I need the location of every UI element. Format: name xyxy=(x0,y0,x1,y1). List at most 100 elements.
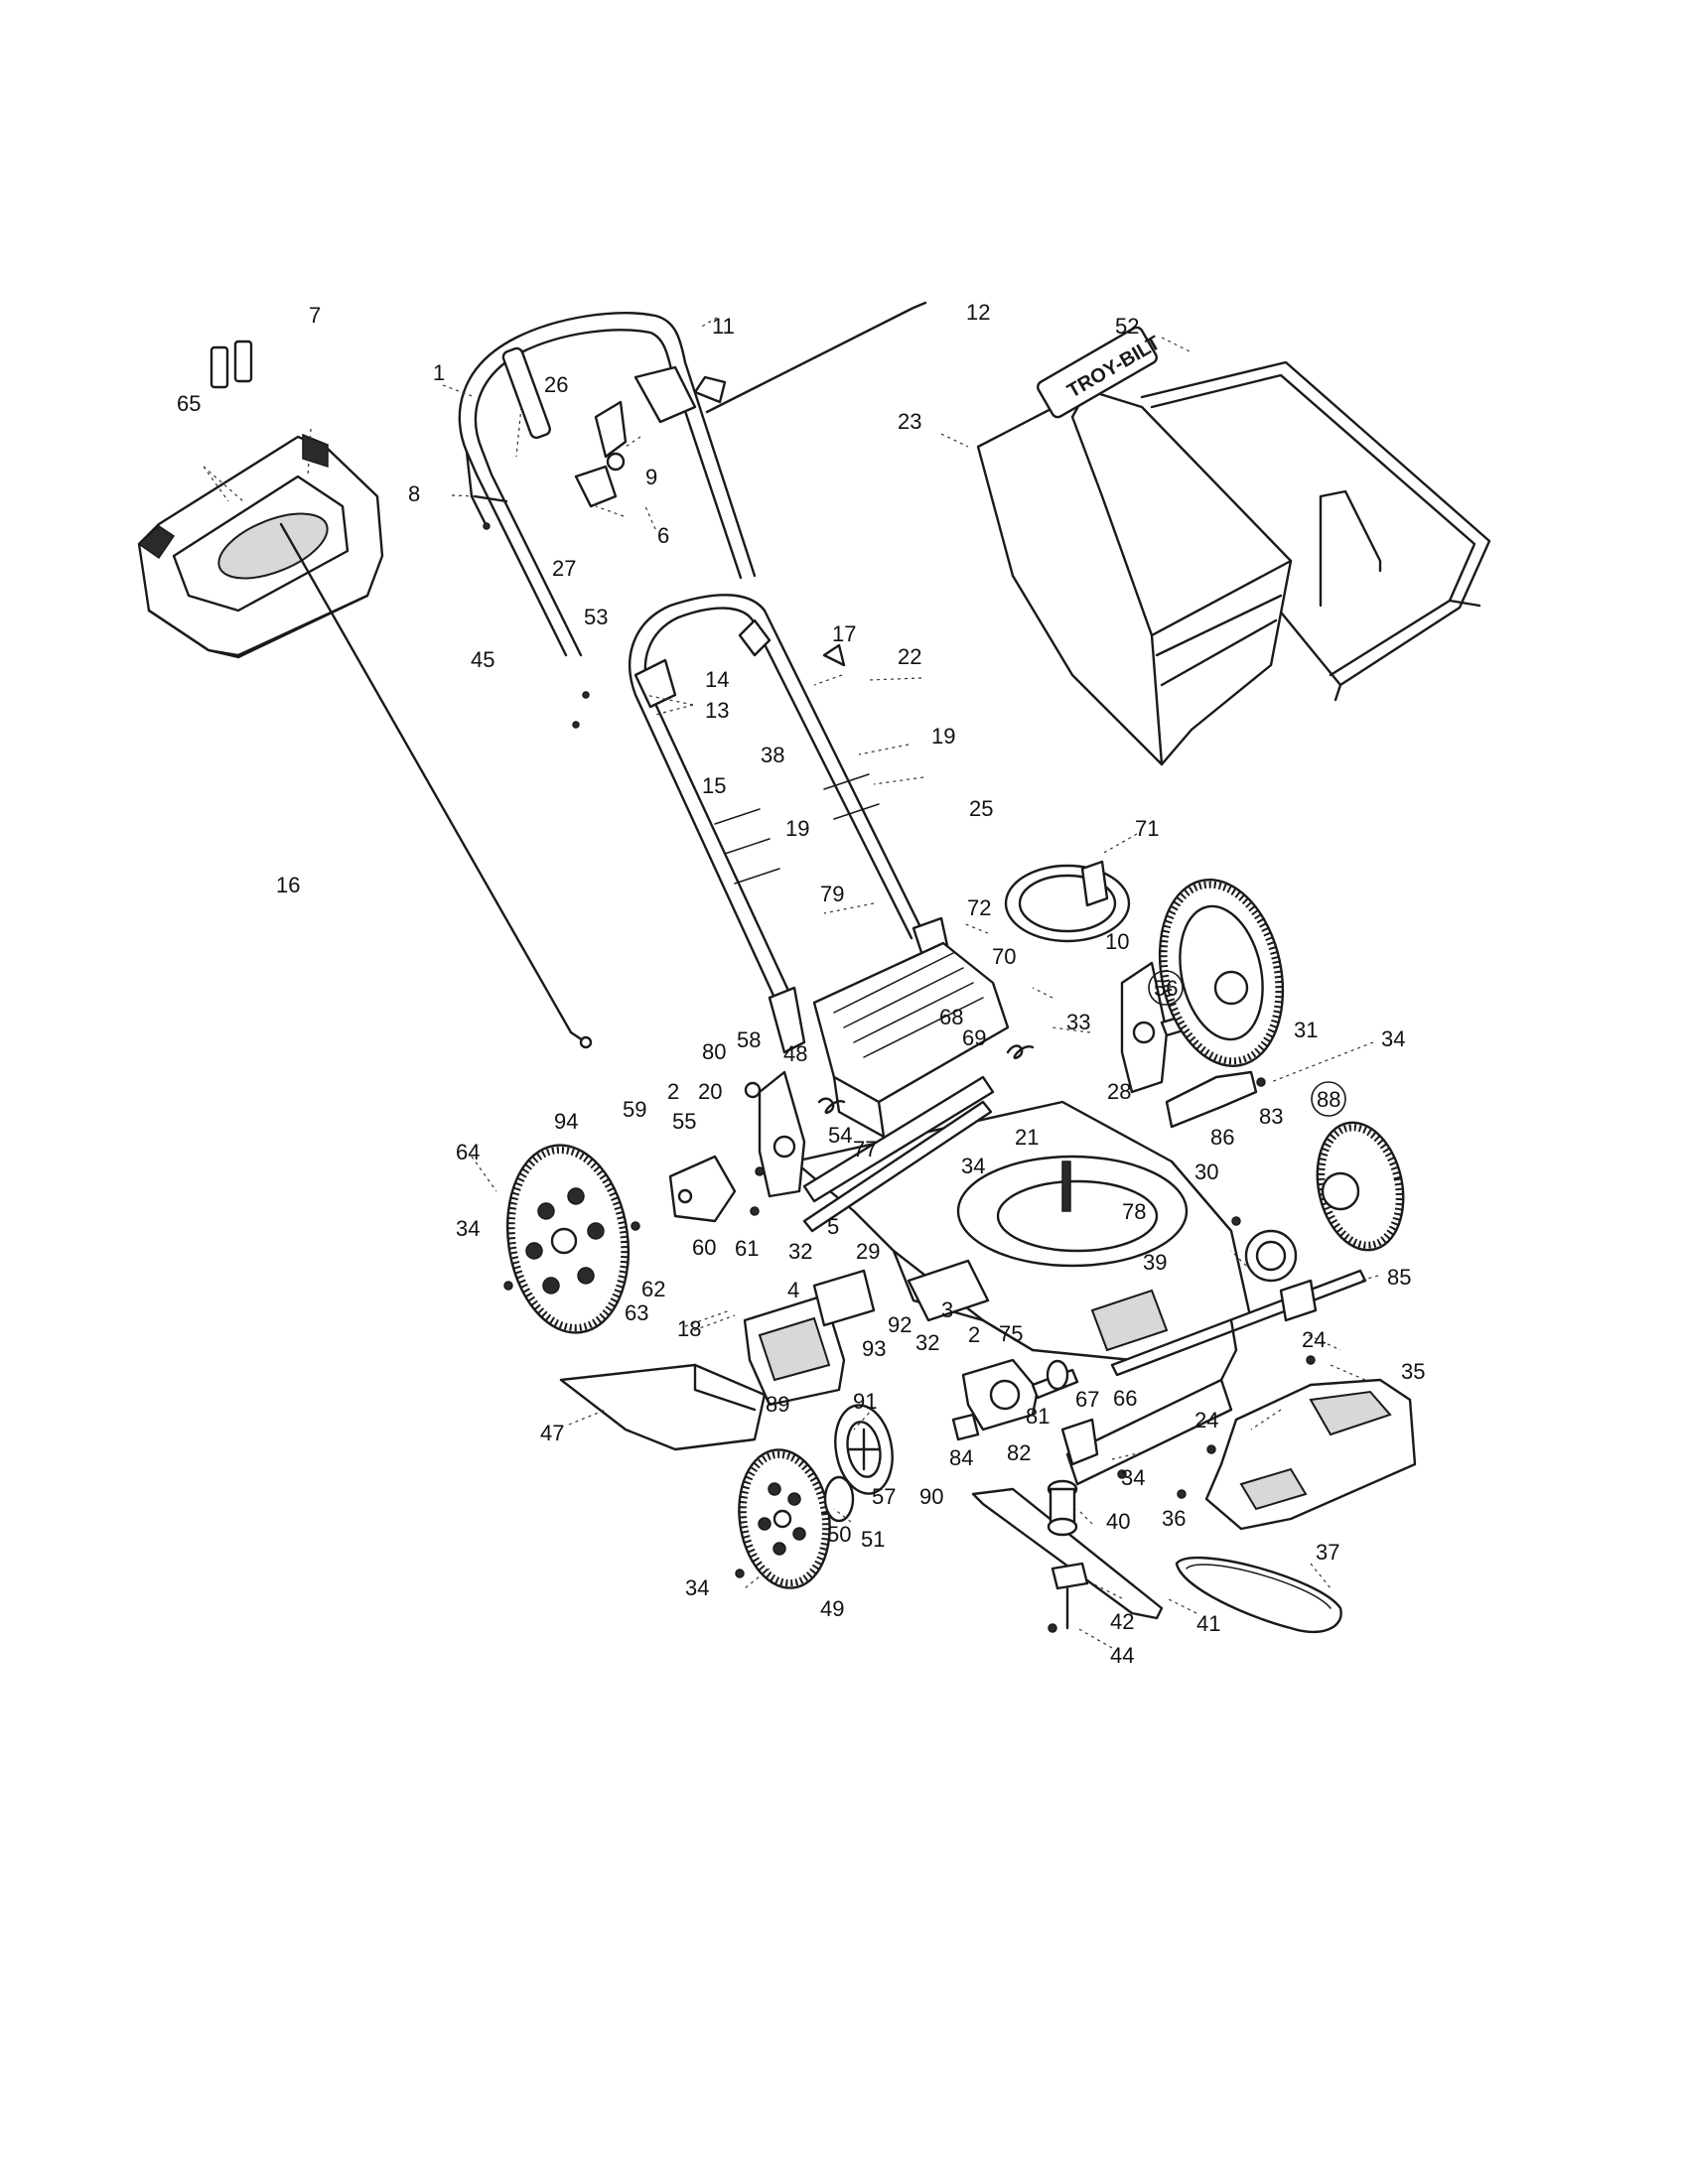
part-label: 22 xyxy=(898,644,921,669)
rear-bar xyxy=(802,1075,995,1233)
part-label: 33 xyxy=(1066,1010,1090,1034)
part-label: 84 xyxy=(949,1445,973,1470)
side-discharge-chute xyxy=(559,1363,767,1451)
part-label: 83 xyxy=(1259,1104,1283,1129)
part-label: 40 xyxy=(1106,1509,1130,1534)
mulch-plug xyxy=(812,1269,876,1327)
part-label: 68 xyxy=(939,1005,963,1029)
part-label: 44 xyxy=(1110,1643,1134,1668)
part-label: 1 xyxy=(433,360,445,385)
part-label: 4 xyxy=(787,1278,799,1302)
part-label: 71 xyxy=(1135,816,1159,841)
springs xyxy=(817,1044,1035,1115)
part-label: 3 xyxy=(941,1297,953,1322)
part-label: 92 xyxy=(888,1312,912,1337)
part-label: 34 xyxy=(685,1575,709,1600)
part-label: 54 xyxy=(828,1123,852,1148)
top-cover xyxy=(1204,1378,1417,1531)
rear-wheel-right xyxy=(1158,879,1285,1067)
transmission-bracket xyxy=(951,1358,1079,1441)
part-label: 10 xyxy=(1105,929,1129,954)
part-label: 42 xyxy=(1110,1609,1134,1634)
control-cable xyxy=(279,522,593,1049)
part-label: 19 xyxy=(931,724,955,749)
part-label: 5 xyxy=(827,1214,839,1239)
part-label: 67 xyxy=(1075,1387,1099,1412)
part-label: 58 xyxy=(737,1027,761,1052)
part-label: 70 xyxy=(992,944,1016,969)
part-label: 21 xyxy=(1015,1125,1039,1150)
belt-cover xyxy=(1060,1318,1238,1486)
callout-ring-88 xyxy=(1311,1081,1346,1117)
part-label: 47 xyxy=(540,1421,564,1445)
rear-axle xyxy=(1110,1229,1367,1377)
part-label: 52 xyxy=(1115,314,1139,339)
part-label: 6 xyxy=(657,523,669,548)
part-label: 50 xyxy=(827,1522,851,1547)
part-label: 72 xyxy=(967,895,991,920)
part-label: 75 xyxy=(999,1321,1023,1346)
part-label: 65 xyxy=(177,391,201,416)
part-label: 29 xyxy=(856,1239,880,1264)
rear-wheel-small xyxy=(1316,1121,1405,1252)
part-label: 8 xyxy=(408,481,420,506)
part-label: 28 xyxy=(1107,1079,1131,1104)
part-label: 64 xyxy=(456,1140,480,1164)
part-label: 89 xyxy=(766,1392,789,1417)
part-label: 62 xyxy=(641,1277,665,1301)
part-label: 2 xyxy=(667,1079,679,1104)
part-label: 53 xyxy=(584,605,608,629)
part-label: 90 xyxy=(919,1484,943,1509)
blade-assembly xyxy=(971,1479,1164,1630)
part-label: 34 xyxy=(1121,1465,1145,1490)
part-label: 11 xyxy=(712,314,735,339)
part-label: 79 xyxy=(820,882,844,906)
part-label: 12 xyxy=(966,300,990,325)
part-label: 23 xyxy=(898,409,921,434)
deflector-plate xyxy=(1165,1070,1258,1129)
part-label: 35 xyxy=(1401,1359,1425,1384)
part-label-circled: 88 xyxy=(1317,1087,1340,1112)
part-label: 55 xyxy=(672,1109,696,1134)
part-label: 91 xyxy=(853,1389,877,1414)
part-label: 38 xyxy=(761,743,784,767)
part-label: 34 xyxy=(961,1154,985,1178)
part-label: 80 xyxy=(702,1039,726,1064)
part-label: 39 xyxy=(1143,1250,1167,1275)
part-label: 77 xyxy=(853,1137,877,1161)
part-label: 85 xyxy=(1387,1265,1411,1290)
side-chute-door xyxy=(743,1294,846,1407)
part-label: 17 xyxy=(832,621,856,646)
part-label: 30 xyxy=(1194,1160,1218,1184)
part-label: 66 xyxy=(1113,1386,1137,1411)
callout-ring-56 xyxy=(1148,970,1184,1006)
fasteners xyxy=(483,522,1316,1633)
drive-belt xyxy=(1175,1556,1342,1634)
part-label: 41 xyxy=(1196,1611,1220,1636)
grass-bag: TROY-BILT xyxy=(976,326,1293,766)
bag-frame xyxy=(1140,360,1491,702)
rear-door-ring xyxy=(1004,860,1131,943)
part-label: 45 xyxy=(471,647,494,672)
part-label: 86 xyxy=(1210,1125,1234,1150)
upper-handle xyxy=(458,301,927,657)
part-label: 26 xyxy=(544,372,568,397)
part-label-circled: 56 xyxy=(1154,976,1178,1001)
part-label: 32 xyxy=(788,1239,812,1264)
part-label: 13 xyxy=(705,698,729,723)
drive-gear xyxy=(823,1404,894,1523)
part-label: 48 xyxy=(783,1041,807,1066)
part-number-labels: 1 2 2 3 4 5 6 7 8 9 10 11 12 13 14 15 16… xyxy=(177,300,1425,1668)
part-label: 60 xyxy=(692,1235,716,1260)
wheel-height-plate xyxy=(668,1155,737,1223)
height-bracket-left xyxy=(744,1070,806,1198)
front-wheel-left xyxy=(505,1144,631,1334)
part-label: 16 xyxy=(276,873,300,897)
part-label: 63 xyxy=(625,1300,648,1325)
part-label: 19 xyxy=(785,816,809,841)
front-wheel-bottom xyxy=(738,1448,831,1589)
part-label: 24 xyxy=(1194,1408,1218,1433)
part-label: 81 xyxy=(1026,1404,1050,1429)
leader-lines xyxy=(203,317,1379,1649)
